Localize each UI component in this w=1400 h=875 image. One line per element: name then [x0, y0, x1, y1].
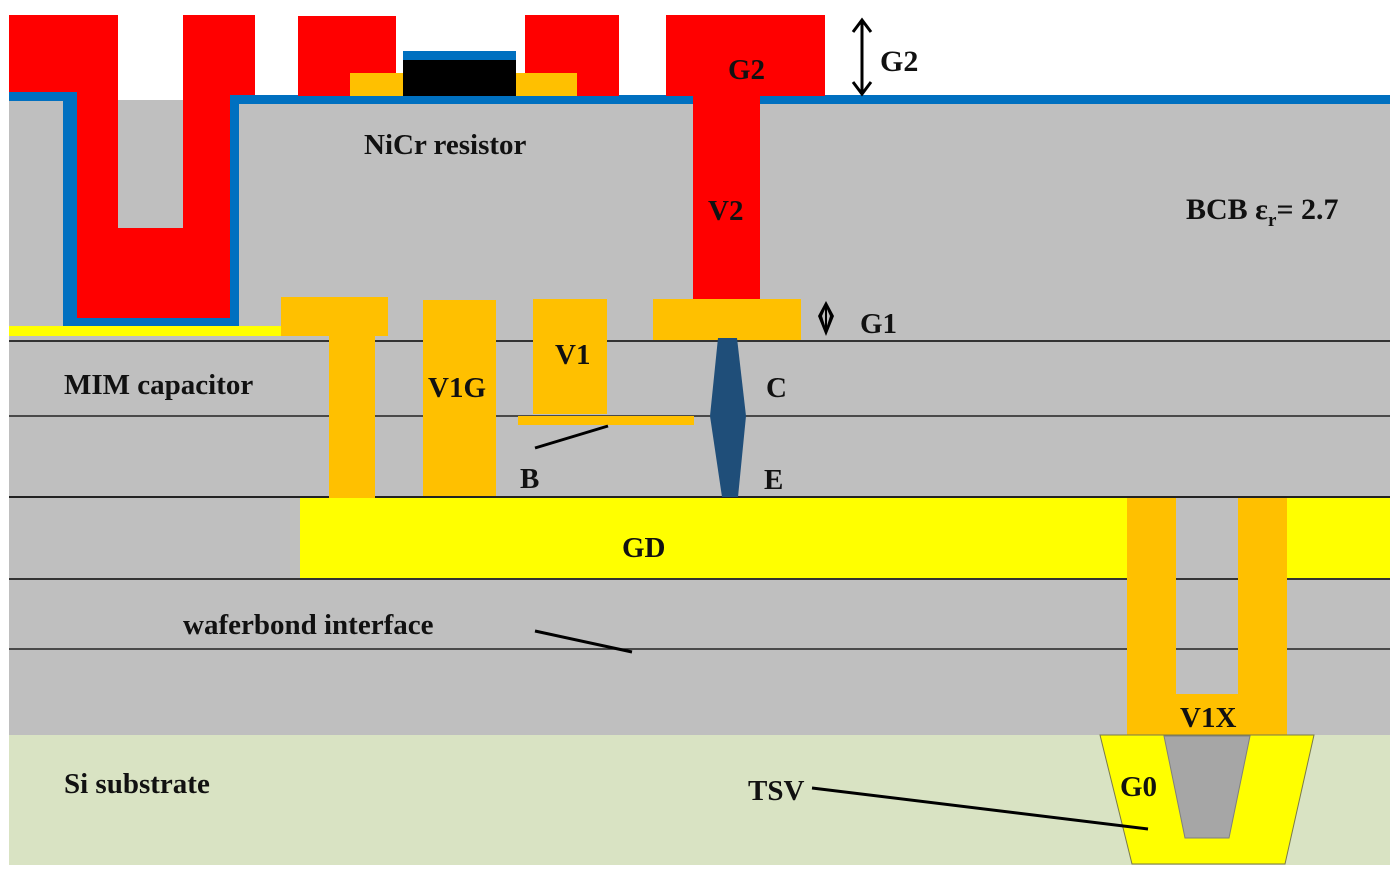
base-leader-line [534, 424, 609, 450]
label-v1: V1 [555, 339, 590, 371]
label-bcb-prefix: BCB ε [1186, 193, 1268, 226]
label-g2-arrow: G2 [880, 45, 918, 78]
label-g1: G1 [860, 308, 897, 340]
waferbond-leader-line [534, 629, 633, 654]
label-base: B [520, 463, 539, 495]
g1-dimension-arrow [818, 301, 834, 336]
label-g0: G0 [1120, 771, 1157, 803]
v1g-via [423, 300, 496, 496]
label-mim-capacitor: MIM capacitor [64, 369, 253, 401]
nicr-resistor-cap [403, 51, 516, 60]
label-tsv: TSV [748, 775, 804, 807]
v1-via [533, 299, 607, 414]
g2-dimension-arrow [851, 17, 873, 97]
label-gd: GD [622, 532, 666, 564]
label-nicr-resistor: NiCr resistor [364, 129, 527, 161]
label-v1g: V1G [428, 372, 486, 404]
gd-ground-plane-right [1287, 498, 1390, 578]
label-v2: V2 [708, 195, 743, 227]
hbt-emitter-collector-mesa [710, 338, 746, 497]
label-v1x: V1X [1180, 702, 1236, 734]
label-collector: C [766, 372, 787, 404]
tsv-leader-line [811, 786, 1149, 831]
label-emitter: E [764, 464, 783, 496]
tsv-core [1163, 735, 1251, 839]
g1-mim-top-contact [281, 297, 388, 498]
v1x-via [1127, 498, 1287, 735]
nicr-resistor-body [403, 60, 516, 96]
g1-pad [653, 299, 801, 340]
mim-bottom-plate [9, 326, 317, 336]
g2-trench-metal [9, 15, 255, 318]
label-waferbond-interface: waferbond interface [183, 609, 434, 641]
base-contact [518, 416, 694, 425]
label-bcb-suffix: = 2.7 [1276, 193, 1338, 226]
gd-ground-plane [300, 498, 1127, 578]
label-si-substrate: Si substrate [64, 768, 210, 800]
label-bcb: BCB εr= 2.7 [1186, 193, 1339, 231]
label-g2-metal: G2 [728, 54, 765, 86]
g2-pad-3 [666, 15, 825, 96]
nicr-resistor-contact-right [505, 73, 577, 96]
label-bcb-subscript: r [1268, 210, 1277, 231]
v2-via [693, 95, 760, 300]
